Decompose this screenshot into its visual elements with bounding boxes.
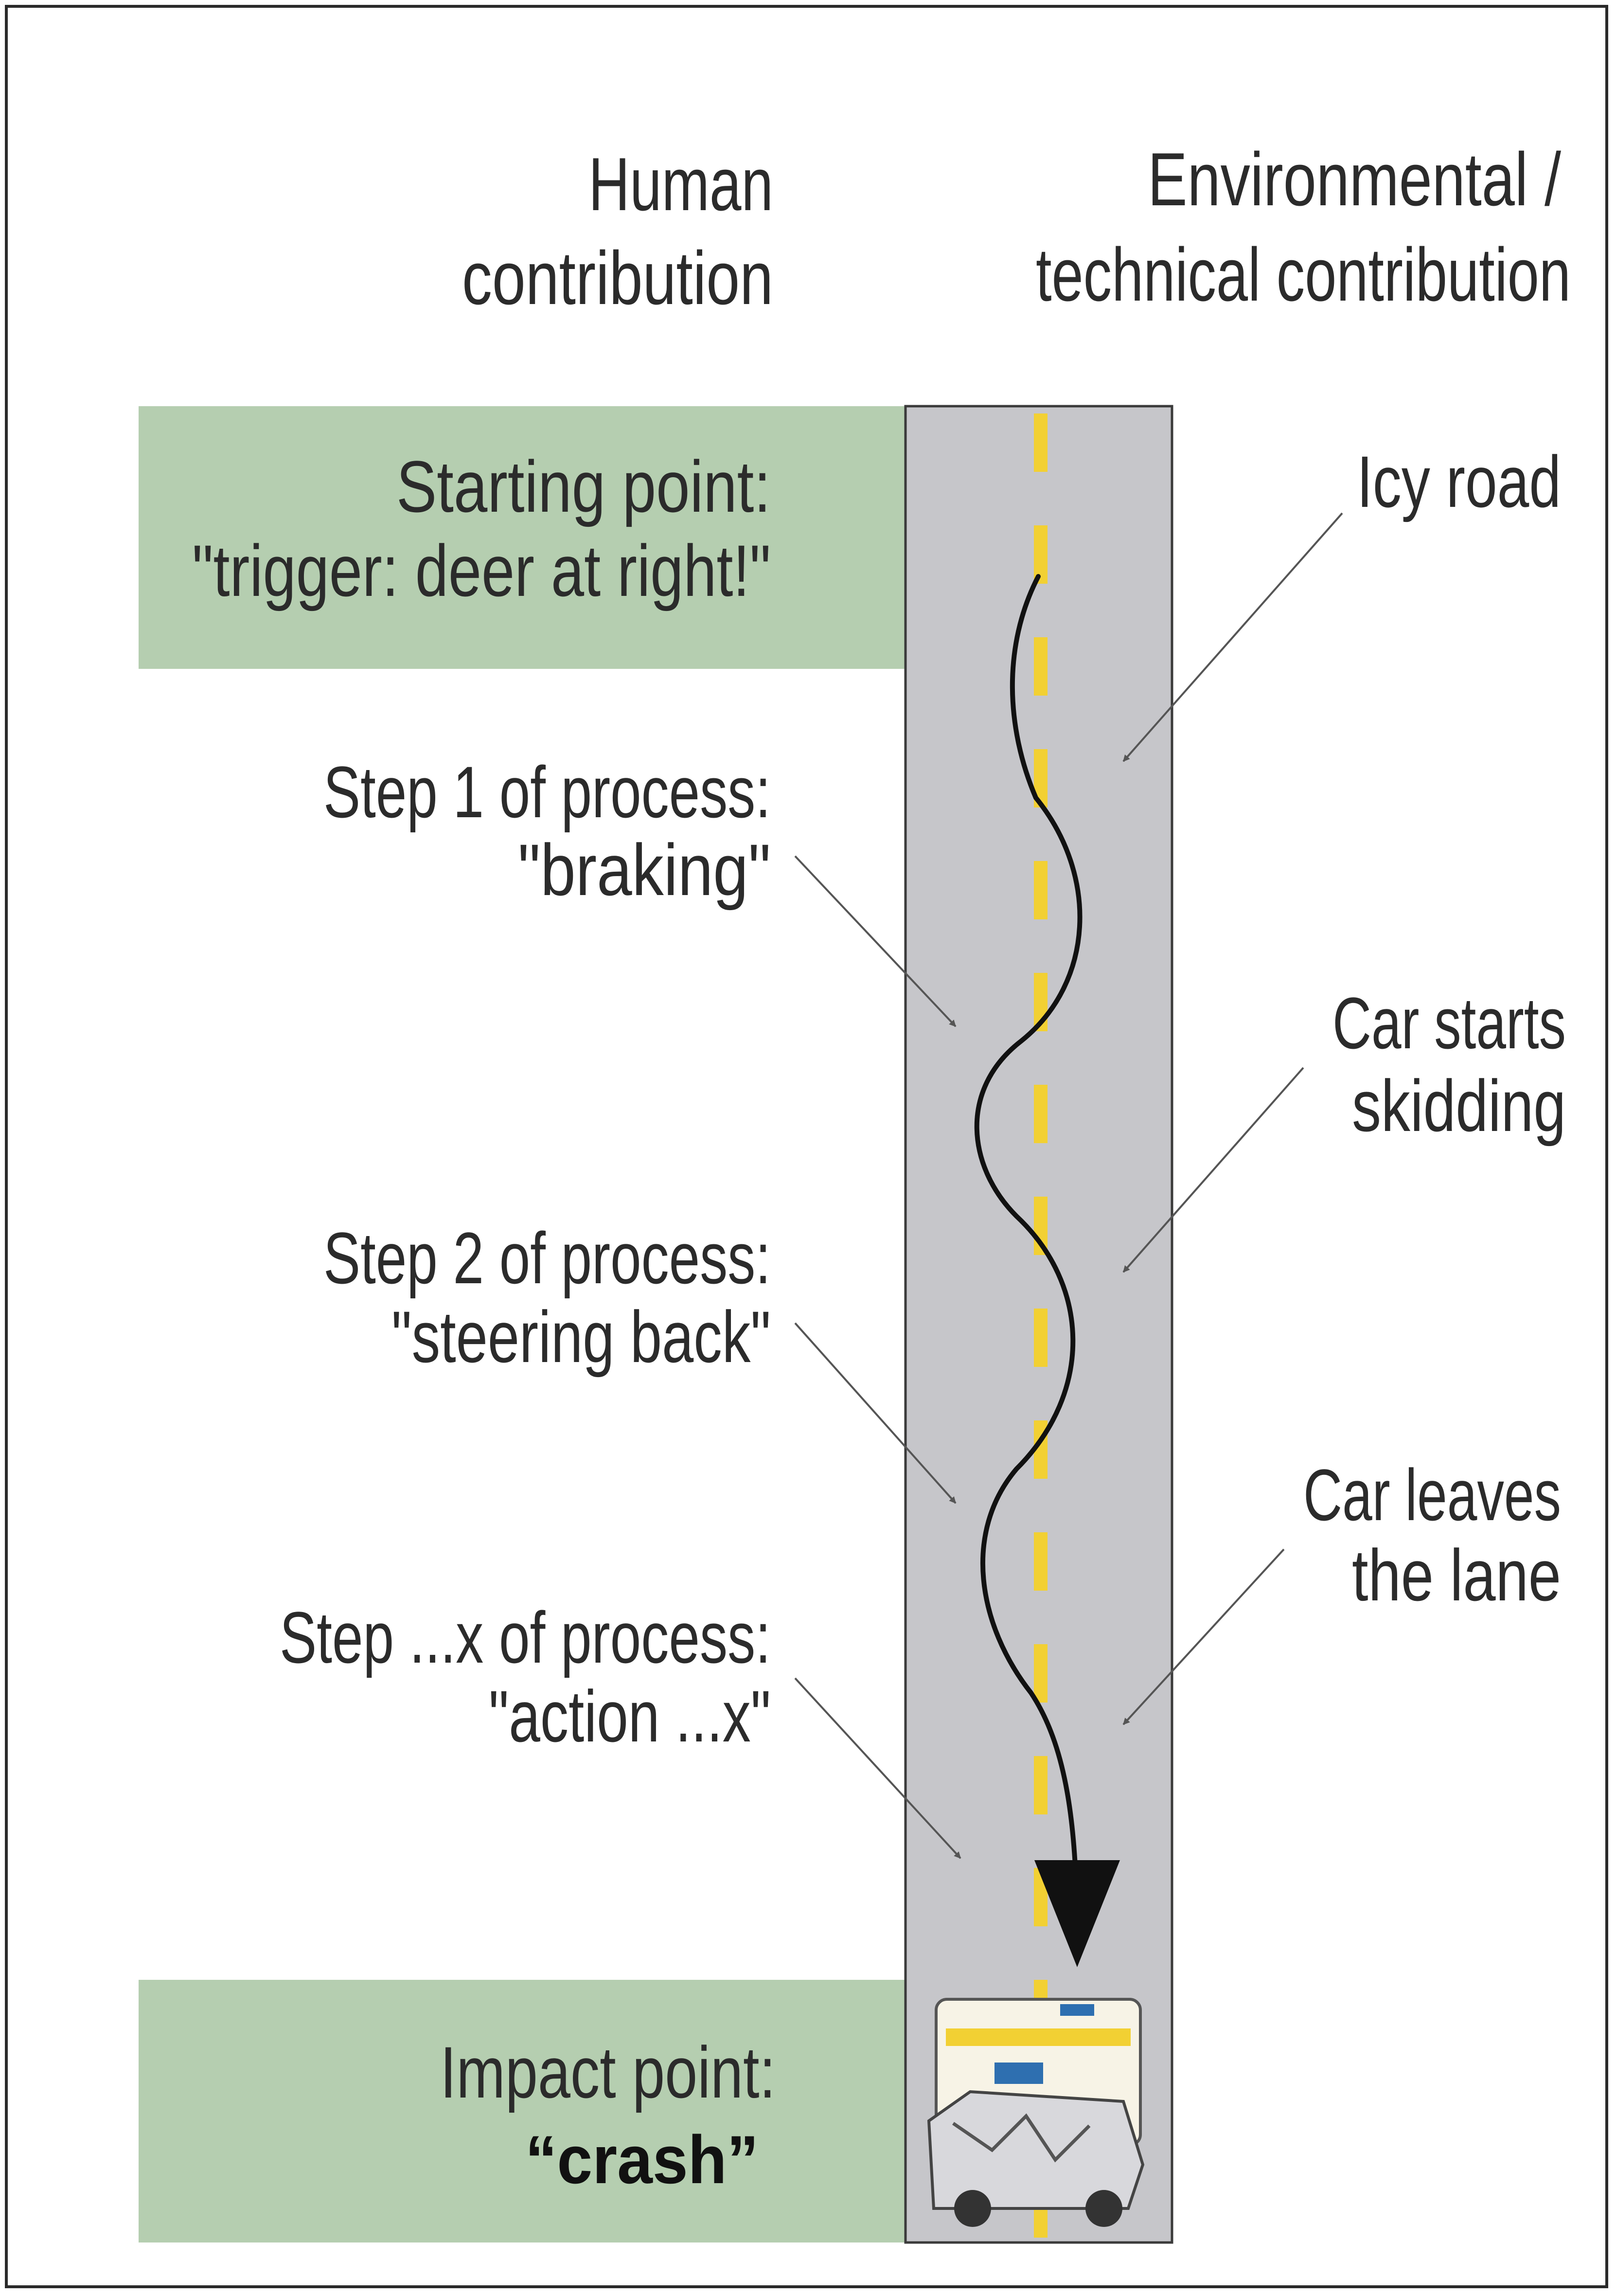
step2-arrow xyxy=(794,1322,957,1504)
icy-road-arrow xyxy=(1122,512,1343,762)
outer-frame xyxy=(5,5,1608,2288)
vehicle-path xyxy=(974,574,1120,1967)
human-header-line1: Human xyxy=(588,142,773,226)
human-header-line2: contribution xyxy=(462,236,773,320)
step2-label-line2: "steering back" xyxy=(391,1296,771,1378)
impact-label-line1: Impact point: xyxy=(440,2031,776,2113)
crash-scene-picture xyxy=(927,1998,1145,2227)
stepx-arrow xyxy=(794,1677,961,1859)
step1-label-line2: "braking" xyxy=(518,829,771,911)
impact-label-line2: “crash” xyxy=(525,2121,759,2198)
leave-lane-arrow xyxy=(1122,1548,1285,1725)
leave-label-line2: the lane xyxy=(1352,1534,1561,1616)
step1-arrow xyxy=(794,855,957,1027)
step2-label-line1: Step 2 of process: xyxy=(323,1217,771,1299)
start-label-line2: "trigger: deer at right!" xyxy=(192,530,771,611)
skid-label-line1: Car starts xyxy=(1332,982,1566,1064)
start-band xyxy=(139,406,906,669)
step1-label-line1: Step 1 of process: xyxy=(323,751,771,833)
icy-road-label: Icy road xyxy=(1357,441,1561,522)
leave-label-line1: Car leaves xyxy=(1303,1454,1561,1536)
impact-band xyxy=(139,1980,906,2242)
env-header-line2: technical contribution xyxy=(1036,233,1571,317)
start-label-line1: Starting point: xyxy=(396,446,771,527)
stepx-label-line1: Step ...x of process: xyxy=(280,1596,771,1678)
stepx-label-line2: "action ...x" xyxy=(489,1675,771,1757)
skid-label-line2: skidding xyxy=(1352,1065,1566,1147)
env-header-line1: Environmental / xyxy=(1148,137,1562,221)
skid-arrow xyxy=(1122,1067,1304,1273)
